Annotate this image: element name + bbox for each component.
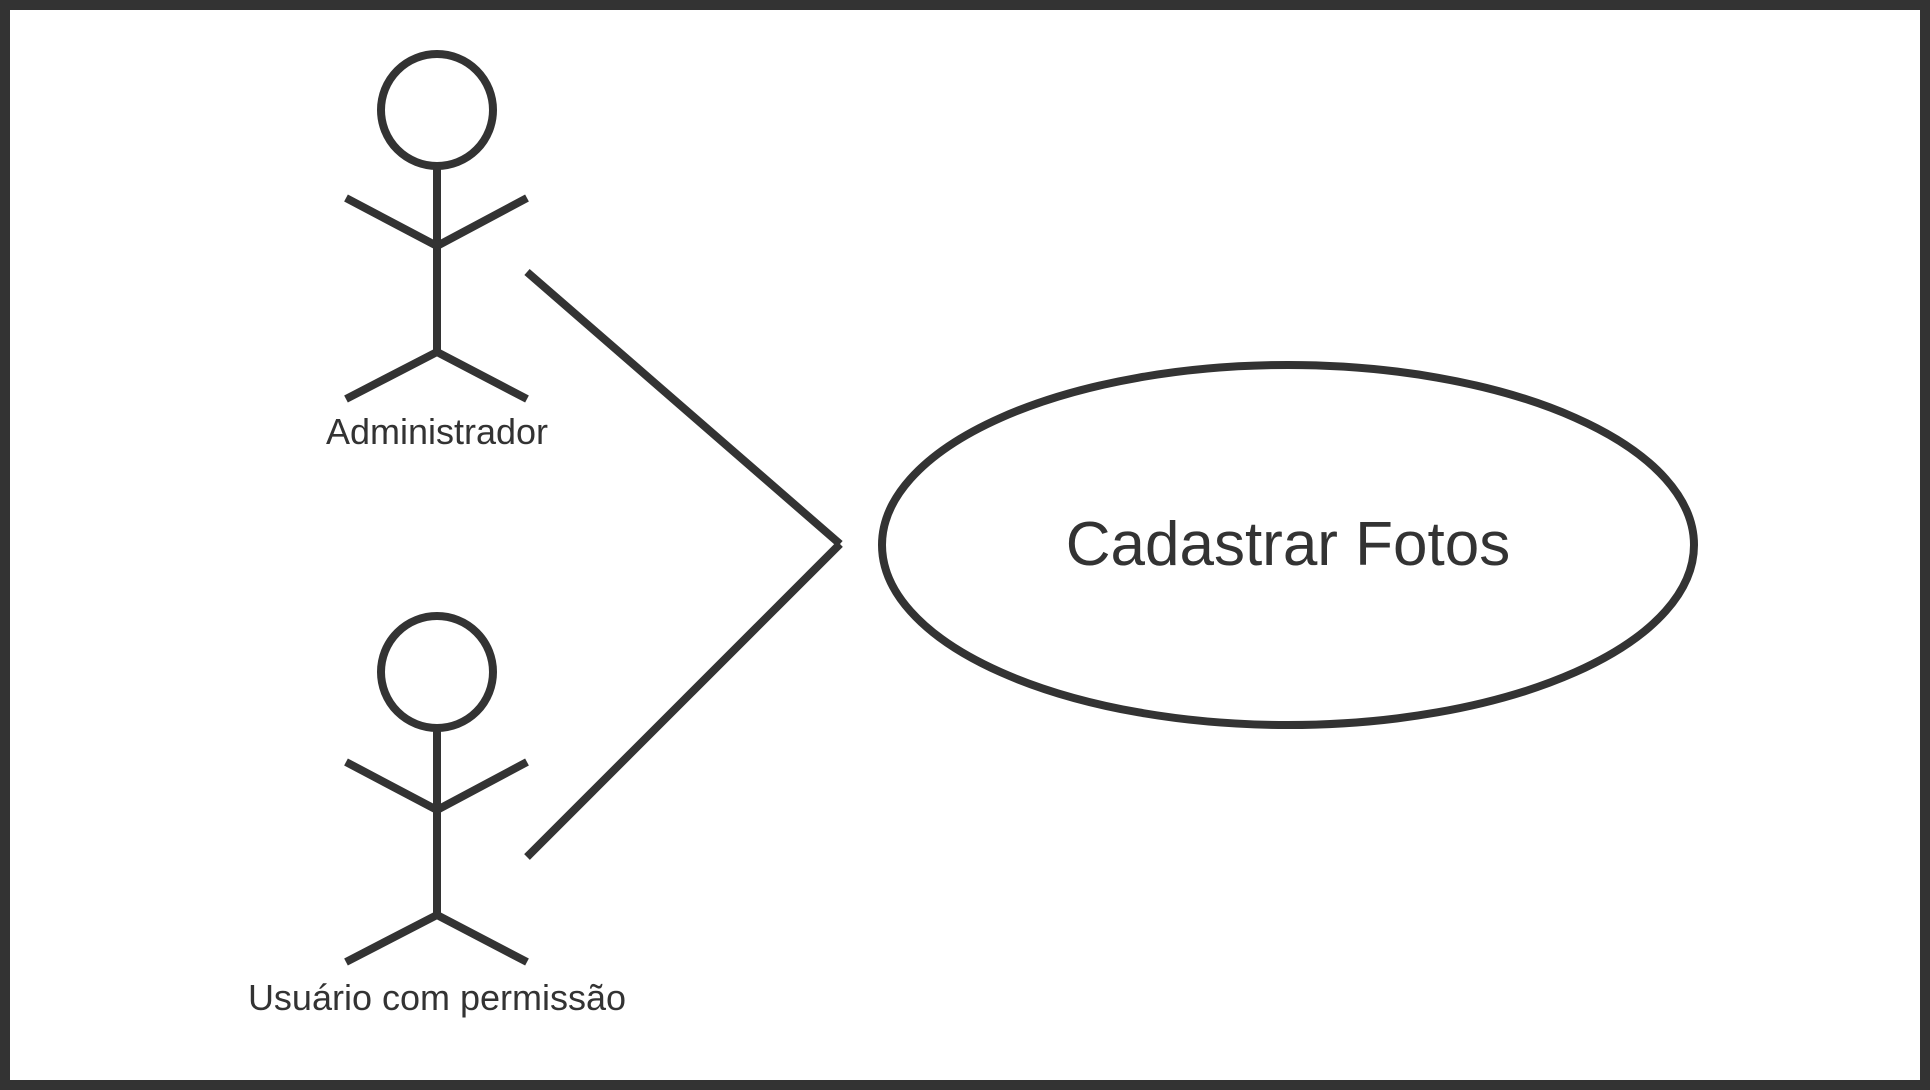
actor-legs [344,347,529,403]
actor-usuario-com-permissao [344,612,529,966]
actor-administrador [344,50,529,403]
association-line-usuario [524,541,843,860]
actor-arms [344,194,529,251]
actor-label-administrador: Administrador [325,411,549,452]
use-case-ellipse [878,361,1698,729]
actor-head [377,612,497,732]
actor-label-usuario-com-permissao: Usuário com permissão [247,977,627,1018]
actor-arms [344,758,529,815]
actor-head [377,50,497,170]
use-case-label-cadastrar-fotos: Cadastrar Fotos [1065,510,1511,579]
actor-legs [344,910,529,966]
association-line-administrador [524,268,843,548]
